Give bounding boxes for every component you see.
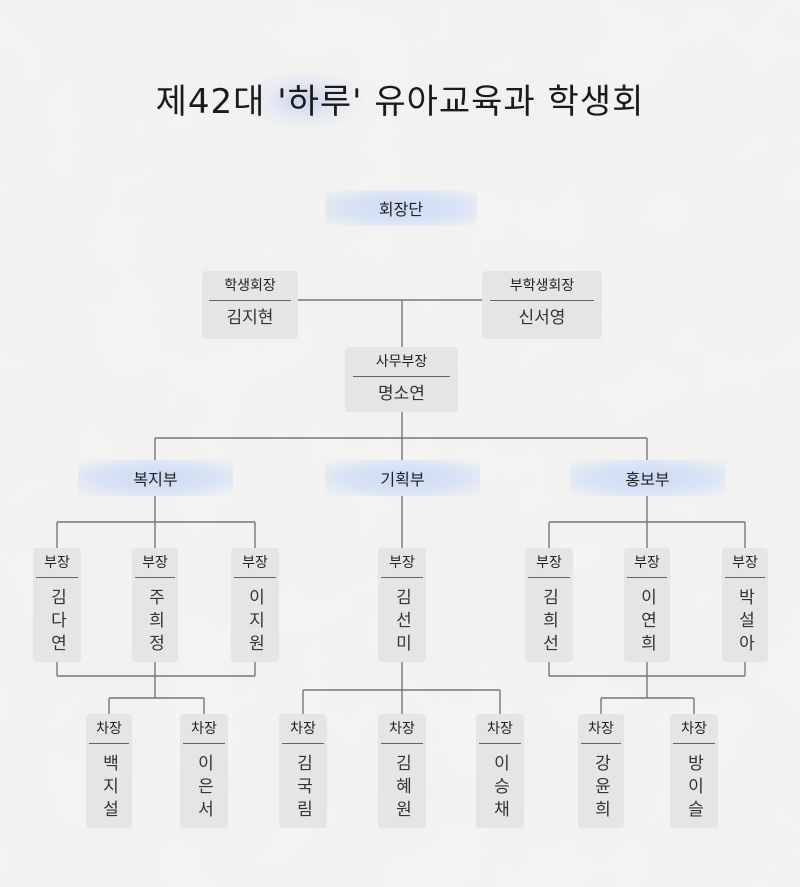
promotion-deputy-card: 차장 강윤희 bbox=[578, 714, 624, 828]
group-leadership: 회장단 bbox=[325, 190, 477, 226]
member-name: 이승채 bbox=[489, 754, 510, 823]
role-label: 학생회장 bbox=[208, 271, 292, 301]
member-name: 박설아 bbox=[734, 588, 755, 657]
planning-deputy-card: 차장 김국림 bbox=[279, 714, 327, 828]
role-label: 부장 bbox=[36, 548, 78, 578]
role-label: 사무부장 bbox=[352, 347, 451, 377]
member-name: 김희선 bbox=[538, 588, 559, 657]
promotion-deputy-card: 차장 방이슬 bbox=[670, 714, 718, 828]
member-name: 방이슬 bbox=[683, 754, 704, 823]
planning-deputy-card: 차장 김혜원 bbox=[378, 714, 426, 828]
welfare-head-card: 부장 김다연 bbox=[33, 548, 81, 662]
welfare-head-card: 부장 주희정 bbox=[132, 548, 178, 662]
member-name: 신서영 bbox=[518, 308, 566, 328]
member-name: 김다연 bbox=[46, 588, 67, 657]
president-card: 학생회장 김지현 bbox=[202, 271, 298, 339]
role-label: 차장 bbox=[89, 714, 129, 744]
promotion-head-card: 부장 박설아 bbox=[722, 548, 768, 662]
role-label: 부학생회장 bbox=[490, 271, 594, 301]
role-label: 차장 bbox=[183, 714, 225, 744]
secretary-card: 사무부장 명소연 bbox=[345, 347, 458, 412]
role-label: 부장 bbox=[234, 548, 276, 578]
member-name: 이연희 bbox=[636, 588, 657, 657]
page-title: 제42대 '하루' 유아교육과 학생회 bbox=[155, 82, 645, 122]
member-name: 백지설 bbox=[98, 754, 119, 823]
role-label: 차장 bbox=[581, 714, 621, 744]
group-planning: 기획부 bbox=[325, 460, 480, 496]
member-name: 김혜원 bbox=[391, 754, 412, 823]
welfare-deputy-card: 차장 이은서 bbox=[180, 714, 228, 828]
role-label: 부장 bbox=[627, 548, 667, 578]
role-label: 부장 bbox=[135, 548, 175, 578]
member-name: 이은서 bbox=[193, 754, 214, 823]
welfare-head-card: 부장 이지원 bbox=[231, 548, 279, 662]
promotion-head-card: 부장 김희선 bbox=[525, 548, 573, 662]
group-welfare: 복지부 bbox=[78, 460, 233, 496]
promotion-head-card: 부장 이연희 bbox=[624, 548, 670, 662]
vice-president-card: 부학생회장 신서영 bbox=[482, 271, 602, 339]
role-label: 부장 bbox=[528, 548, 570, 578]
member-name: 이지원 bbox=[244, 588, 265, 657]
member-name: 김선미 bbox=[391, 588, 412, 657]
role-label: 차장 bbox=[673, 714, 715, 744]
role-label: 부장 bbox=[381, 548, 423, 578]
member-name: 주희정 bbox=[144, 588, 165, 657]
role-label: 부장 bbox=[725, 548, 765, 578]
group-promotion: 홍보부 bbox=[570, 460, 725, 496]
role-label: 차장 bbox=[282, 714, 324, 744]
title-highlight bbox=[245, 70, 365, 130]
member-name: 김지현 bbox=[226, 308, 274, 328]
role-label: 차장 bbox=[479, 714, 521, 744]
welfare-deputy-card: 차장 백지설 bbox=[86, 714, 132, 828]
planning-head-card: 부장 김선미 bbox=[378, 548, 426, 662]
member-name: 명소연 bbox=[378, 384, 425, 404]
member-name: 김국림 bbox=[292, 754, 313, 823]
member-name: 강윤희 bbox=[590, 754, 611, 823]
role-label: 차장 bbox=[381, 714, 423, 744]
planning-deputy-card: 차장 이승채 bbox=[476, 714, 524, 828]
